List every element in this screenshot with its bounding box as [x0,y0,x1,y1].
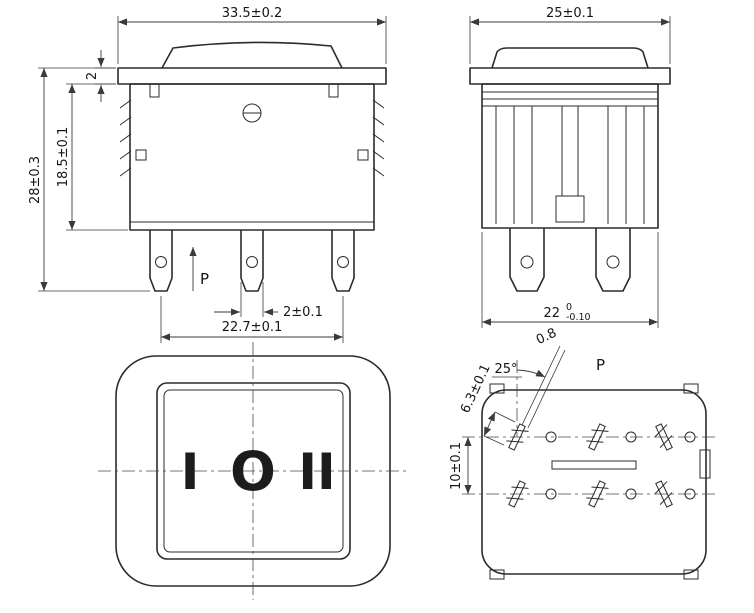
terminal-bottom-1 [506,423,529,451]
dim-side-width-label: 25±0.1 [546,6,594,21]
dim-bezel-thickness-label: 2 [85,72,100,80]
dim-row-pitch: 10±0.1 [449,437,472,494]
dim-terminal-pitch-label: 22.7±0.1 [222,320,283,335]
rocker-button-side [491,47,649,69]
dim-bezel-thickness: 2 [85,50,116,102]
switch-body-side [481,83,659,229]
bezel-front [117,67,387,85]
dim-terminal-width-label: 2±0.1 [283,305,323,320]
top-view: I O II [98,342,408,600]
rocker-button-profile [161,41,343,69]
side-view: 25±0.1 22 0 -0.10 [469,6,671,328]
force-arrow: P [189,247,209,291]
snap-teeth-left [119,99,132,177]
legend-off: O [230,440,276,503]
terminal-bottom-3 [654,423,673,451]
terminal-bottom-5 [586,480,609,508]
dim-front-width: 33.5±0.2 [117,6,387,64]
dim-total-height: 28±0.3 [28,67,150,292]
dim-row-pitch-label: 10±0.1 [449,442,464,490]
pin-callout: 0.8 25° [492,326,566,437]
rivet-hole [545,488,557,500]
terminal-side-1 [509,228,545,292]
dim-side-bottom-width: 22 0 -0.10 [481,232,659,328]
terminal-front-1 [149,230,173,292]
terminal-front-3 [331,230,355,292]
dim-body-height-label: 18.5±0.1 [56,127,71,188]
dim-side-bottom-tol-low: -0.10 [566,312,591,323]
terminal-bottom-4 [506,480,529,508]
dim-pin-angle-label: 25° [494,362,517,377]
bezel-side [469,67,671,85]
dim-side-bottom-tol-high: 0 [566,302,572,313]
force-label-front: P [200,270,209,288]
dim-total-height-label: 28±0.3 [28,156,43,204]
dim-pin-length-label: 6.3±0.1 [458,362,494,416]
dim-side-bottom-width-label: 22 [543,306,560,321]
dim-front-width-label: 33.5±0.2 [222,6,283,21]
force-label-bottom: P [596,356,605,374]
rivet-hole [684,431,696,443]
bottom-view-outer [481,389,707,575]
side-view-outline [469,47,671,292]
center-slot [551,460,637,470]
switch-body-front [129,83,375,231]
terminal-bottom-6 [654,480,673,508]
dim-body-height: 18.5±0.1 [56,83,128,231]
dim-side-width: 25±0.1 [469,6,671,64]
front-view-outline [117,41,387,292]
legend-on-1: I [181,443,200,501]
terminal-bottom-2 [586,423,609,451]
terminal-side-2 [595,228,631,292]
rivet-hole [625,431,637,443]
rivet-hole [545,431,557,443]
front-view: P 33.5±0.2 2 18.5±0.1 [28,6,387,343]
legend-on-2: II [298,443,335,501]
snap-teeth-right [372,99,385,177]
dim-terminal-pitch: 22.7±0.1 [160,296,344,343]
dim-terminal-width: 2±0.1 [214,282,323,320]
terminal-front-2 [240,230,264,292]
bottom-view: 10±0.1 0.8 25° 6.3±0.1 P [449,326,716,580]
rivet-hole [684,488,696,500]
rivet-hole [625,488,637,500]
dim-pin-thickness-label: 0.8 [534,326,559,348]
